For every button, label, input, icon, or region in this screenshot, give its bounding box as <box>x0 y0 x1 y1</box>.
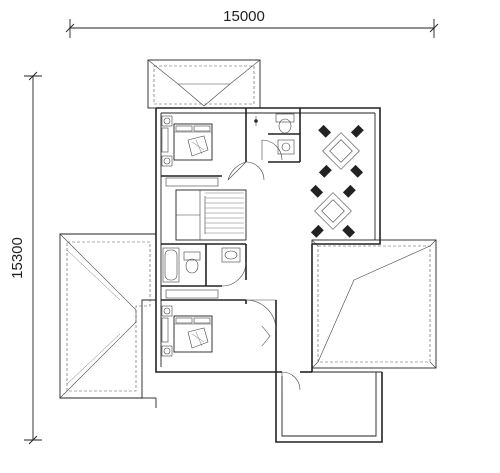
interior-walls <box>161 108 301 372</box>
staircase <box>176 190 244 240</box>
left-roof <box>59 233 157 399</box>
width-dimension-label: 15000 <box>223 8 265 25</box>
bedroom-1 <box>161 115 213 167</box>
doors <box>221 139 301 392</box>
bottom-balcony <box>275 371 383 443</box>
exterior-walls <box>155 107 381 373</box>
width-dimension: 15000 <box>65 8 439 38</box>
top-roof <box>147 59 261 109</box>
lower-bathroom <box>162 247 241 283</box>
bedroom-2 <box>161 305 213 357</box>
depth-dimension: 15300 <box>9 71 42 445</box>
depth-dimension-label: 15300 <box>9 237 26 279</box>
top-bathroom <box>254 113 295 155</box>
dining-table-1 <box>318 124 364 178</box>
right-roof <box>311 239 437 369</box>
dining-table-2 <box>310 184 356 238</box>
